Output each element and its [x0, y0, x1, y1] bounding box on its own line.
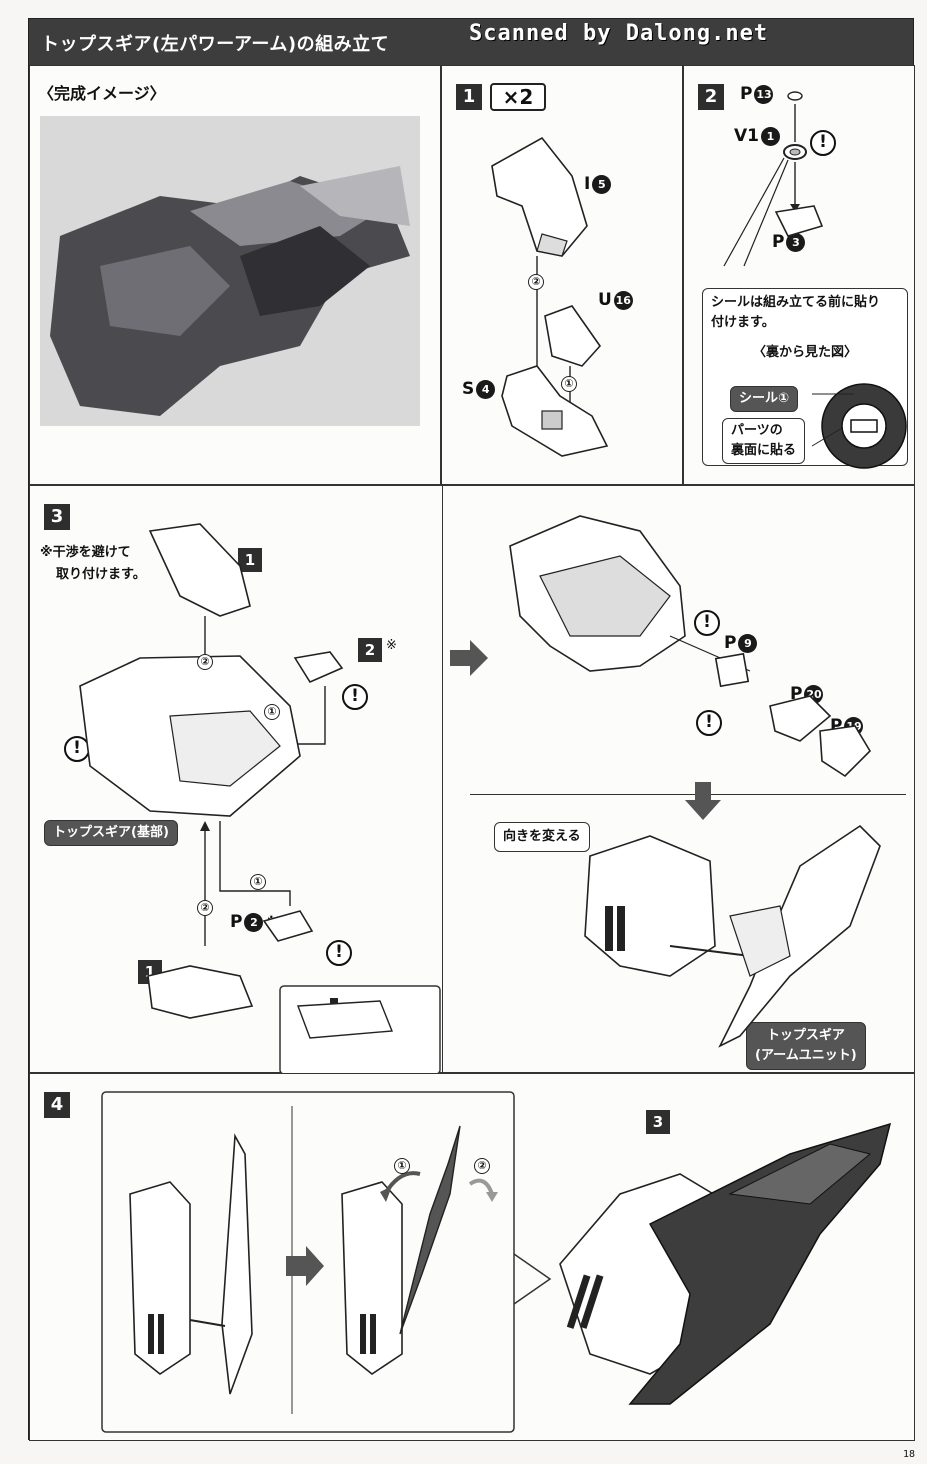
part-number: 4 [476, 379, 496, 399]
step-4-diagram [101, 1091, 892, 1433]
interference-note-line2: 取り付けます。 [56, 567, 146, 582]
apply-line2: 裏面に貼る [731, 443, 797, 458]
order-marker: ① [250, 874, 266, 890]
part-number: 16 [613, 290, 633, 310]
order-marker: ② [474, 1158, 490, 1174]
step-number: 3 [44, 504, 70, 530]
order-marker: ② [528, 274, 544, 290]
apply-line1: パーツの [731, 423, 783, 438]
caution-icon: ! [326, 940, 352, 966]
order-marker: ① [264, 704, 280, 720]
complete-image-label: 〈完成イメージ〉 [38, 84, 166, 103]
instruction-page: トップスギア(左パワーアーム)の組み立て Scanned by Dalong.n… [28, 18, 915, 1441]
arm-unit-line2: (アームユニット) [755, 1048, 857, 1063]
arm-unit-line1: トップスギア [766, 1028, 845, 1043]
seal-tag: シール① [730, 386, 799, 412]
part-letter: P [772, 232, 785, 252]
divider [442, 486, 443, 1074]
part-label-p9: P 9 [724, 633, 758, 653]
step-number: 1 [456, 84, 482, 110]
part-letter: V1 [734, 126, 759, 146]
part-label-v1-1: V1 1 [734, 126, 780, 146]
part-letter: P [230, 912, 243, 932]
caution-icon: ! [810, 130, 836, 156]
part-letter: P [724, 633, 737, 653]
order-marker: ① [394, 1158, 410, 1174]
part-number: 13 [754, 84, 774, 104]
caution-icon: ! [342, 684, 368, 710]
arm-unit-tag: トップスギア (アームユニット) [746, 1022, 866, 1070]
panel-complete-image: 〈完成イメージ〉 [29, 65, 441, 485]
interference-note: ※干渉を避けて 取り付けます。 [40, 542, 146, 586]
part-label-s4: S 4 [462, 379, 496, 399]
seal-note-line1: シールは組み立てる前に貼り [711, 295, 881, 310]
caution-icon: ! [64, 736, 90, 762]
step-3-right-diagram [509, 515, 872, 778]
panel-step-4: 4 3 [29, 1073, 915, 1441]
part-label-u16: U 16 [598, 290, 633, 310]
apply-back-label: パーツの 裏面に貼る [722, 418, 806, 464]
ref-step-1: 1 [238, 548, 262, 572]
down-arrow [685, 782, 721, 820]
arm-unit-diagram [584, 824, 881, 1048]
turn-around-label: 向きを変える [494, 822, 590, 852]
order-marker: ① [561, 376, 577, 392]
step-number: 2 [698, 84, 724, 110]
caution-icon: ! [696, 710, 722, 736]
part-number: 5 [592, 174, 612, 194]
step-1-diagram [491, 136, 609, 457]
part-letter: P [740, 84, 753, 104]
panel-step-1: 1 ×2 I 5 U 16 S 4 ② ① [441, 65, 683, 485]
ref-step-2-mark: ※ [386, 638, 397, 653]
page-title: トップスギア(左パワーアーム)の組み立て [41, 34, 390, 55]
panel-step-2: 2 P 13 V1 1 P 3 ! シールは組み立てる前に貼り 付けます。 [683, 65, 915, 485]
part-label-i5: I 5 [584, 174, 612, 194]
step-2-diagram [723, 91, 824, 267]
base-part-tag: トップスギア(基部) [44, 820, 178, 846]
order-marker: ② [197, 654, 213, 670]
ref-step-3: 3 [646, 1110, 670, 1134]
caution-icon: ! [694, 610, 720, 636]
part-label-p13: P 13 [740, 84, 774, 104]
ref-step-2: 2 [358, 638, 382, 662]
seal-note-line2: 付けます。 [711, 315, 775, 330]
part-number: 2 [244, 912, 264, 932]
part-number: 9 [738, 633, 758, 653]
interference-note-line1: ※干渉を避けて [40, 545, 131, 560]
seal-back-diagram [811, 383, 907, 469]
page-number: 18 [902, 1449, 915, 1460]
order-marker: ② [197, 900, 213, 916]
panel-step-3: 3 ※干渉を避けて 取り付けます。 1 2 ※ 1 ! ! ! ! トップスギア… [29, 485, 915, 1075]
proceed-arrow [450, 640, 488, 676]
part-letter: I [584, 174, 591, 194]
part-letter: U [598, 290, 612, 310]
divider [470, 794, 906, 795]
back-view-label: 〈裏から見た図〉 [752, 345, 857, 360]
step-3-left-diagram [79, 523, 441, 1075]
part-number: 3 [786, 232, 806, 252]
complete-model-photo [40, 116, 420, 426]
step-number: 4 [44, 1092, 70, 1118]
scan-watermark: Scanned by Dalong.net [469, 21, 769, 46]
header-bar: トップスギア(左パワーアーム)の組み立て Scanned by Dalong.n… [29, 19, 913, 65]
multiplier-badge: ×2 [490, 83, 546, 111]
part-letter: S [462, 379, 475, 399]
part-number: 1 [761, 126, 780, 146]
part-label-p3: P 3 [772, 232, 806, 252]
